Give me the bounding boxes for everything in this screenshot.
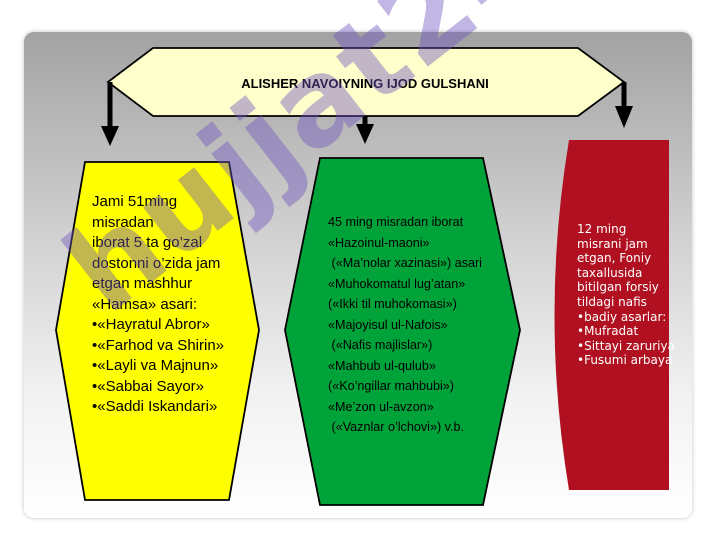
hamsa-item: «Layli va Majnun»: [92, 356, 252, 377]
yellow-line: iborat 5 ta go’zal: [92, 234, 203, 251]
green-line: «Muhokomatul lug’atan»: [328, 276, 466, 291]
yellow-line: «Hamsa» asari:: [92, 295, 198, 313]
red-line: bitilgan forsiy: [577, 280, 659, 295]
red-box-text: 12 ming misrani jam etgan, Foniy taxallu…: [577, 222, 677, 368]
red-item: Mufradat: [577, 324, 677, 339]
green-line: («Vaznlar o’lchovi») v.b.: [328, 420, 465, 434]
red-item: badiy asarlar:: [577, 310, 677, 325]
green-box: [284, 157, 521, 506]
red-line: misrani jam: [577, 236, 648, 251]
red-item: Sittayi zaruriya: [577, 339, 677, 354]
green-line: («Ikki til muhokomasi»): [328, 297, 457, 311]
yellow-line: etgan mashhur: [92, 275, 193, 292]
green-line: «Majoyisul ul-Nafois»: [328, 317, 448, 332]
green-line: «Me’zon ul-avzon»: [328, 399, 434, 414]
green-box-text: 45 ming misradan iborat «Hazoinul-maoni»…: [328, 212, 518, 438]
green-line: («Nafis majlislar»): [328, 338, 433, 352]
green-line: «Hazoinul-maoni»: [328, 235, 430, 250]
arrow-head-center: [356, 124, 374, 144]
hamsa-item: «Sabbai Sayor»: [92, 377, 252, 398]
hamsa-item: «Farhod va Shirin»: [92, 336, 252, 357]
yellow-line: dostonni o’zida jam: [92, 254, 221, 272]
red-item: Fusumi arbaya: [577, 353, 677, 368]
green-line: 45 ming misradan iborat: [328, 215, 464, 229]
red-line: etgan, Foniy: [577, 251, 652, 266]
arrow-head-left: [101, 126, 119, 146]
yellow-box-text: Jami 51ming misradan iborat 5 ta go’zal …: [92, 192, 252, 418]
hamsa-item: «Saddi Iskandari»: [92, 397, 252, 418]
green-line: («Ko’ngillar mahbubi»): [328, 379, 455, 393]
green-line: «Mahbub ul-qulub»: [328, 358, 436, 373]
hamsa-item: «Hayratul Abror»: [92, 315, 252, 336]
arrow-head-right: [615, 106, 633, 128]
yellow-line: misradan: [92, 213, 154, 231]
yellow-line: Jami 51ming: [92, 193, 178, 210]
red-line: taxallusida: [577, 265, 643, 280]
green-line: («Ma’nolar xazinasi») asari: [328, 256, 482, 270]
red-line: tildagi nafis: [577, 294, 647, 309]
diagram-title: ALISHER NAVOIYNING IJOD GULSHANI: [241, 76, 489, 91]
red-line: 12 ming: [577, 222, 627, 236]
